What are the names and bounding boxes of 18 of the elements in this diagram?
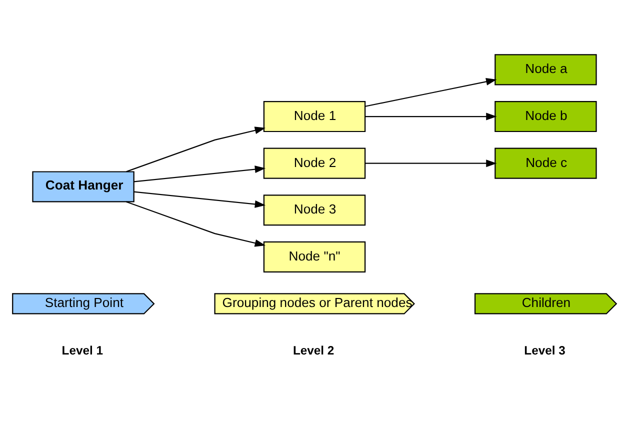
arrow	[126, 200, 266, 246]
node-label: Level 1	[62, 343, 103, 358]
node-label: Level 2	[292, 343, 334, 358]
node-box: Node 2	[263, 147, 366, 178]
node-box: Coat Hanger	[32, 170, 134, 202]
node-box: Node 1	[263, 100, 366, 132]
arrow	[134, 165, 266, 182]
node-label: Level 3	[524, 343, 566, 358]
node-box: Node c	[494, 147, 597, 178]
arrow	[134, 190, 266, 208]
arrow	[365, 112, 497, 120]
node-box: Node a	[494, 54, 597, 85]
arrow	[365, 77, 497, 106]
node-box: Node 3	[263, 194, 366, 226]
arrow	[365, 159, 497, 167]
node-box: Node b	[494, 100, 597, 132]
node-box: Node "n"	[263, 240, 366, 272]
arrow	[126, 126, 266, 172]
